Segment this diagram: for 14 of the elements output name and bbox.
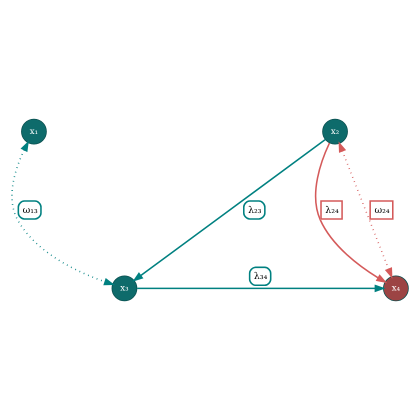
arrow <box>314 142 388 284</box>
arrow <box>132 139 326 282</box>
node-circle: x₂ <box>322 118 348 144</box>
edge-label: ω₂₄ <box>374 204 390 216</box>
arrow <box>338 141 392 279</box>
edge-label: λ₂₄ <box>325 204 339 216</box>
edge-label: λ₂₃ <box>248 204 262 216</box>
arrow <box>137 284 386 292</box>
node-circle: x₁ <box>21 118 47 144</box>
node-circle: x₄ <box>383 276 409 302</box>
edge-label: ω₁₃ <box>22 204 38 216</box>
arrow <box>11 140 115 286</box>
edge-label: λ₃₄ <box>254 271 268 282</box>
node-circle: x₃ <box>112 276 138 302</box>
